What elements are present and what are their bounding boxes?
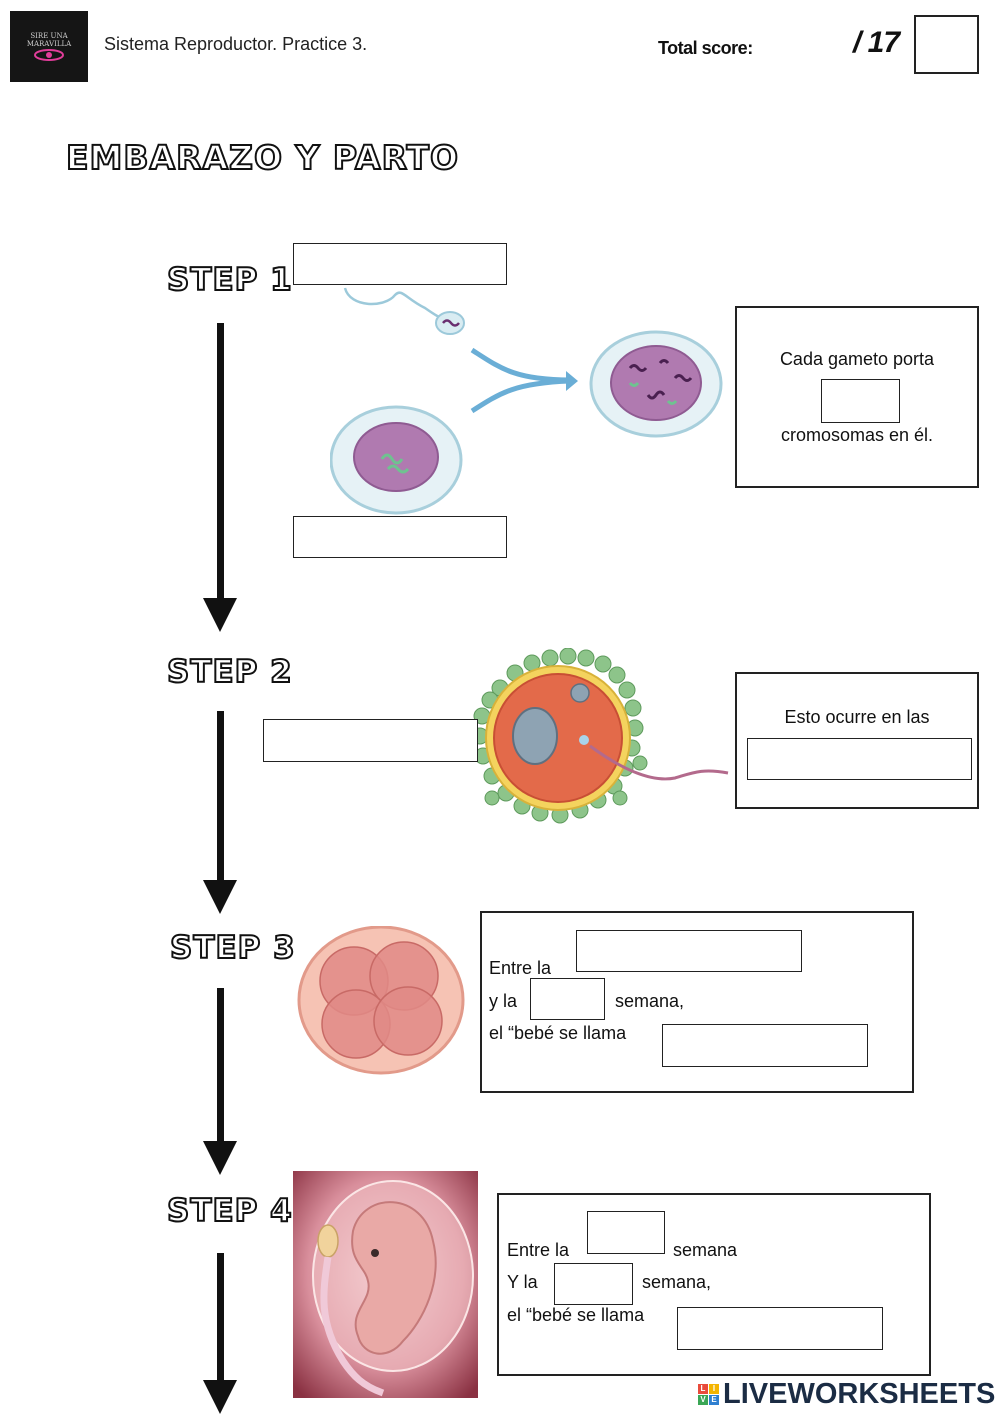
total-score-max: / 17 bbox=[853, 26, 900, 59]
document-title: Sistema Reproductor. Practice 3. bbox=[104, 34, 368, 54]
liveworksheets-watermark[interactable]: L I V E LIVEWORKSHEETS bbox=[698, 1378, 995, 1411]
liveworksheets-logo-icon: L I V E bbox=[698, 1384, 719, 1405]
step1-egg-input[interactable] bbox=[293, 516, 507, 558]
step2-box-line1: Esto ocurre en las bbox=[784, 707, 930, 727]
step4-text-box: Entre la semana Y la semana, el “bebé se… bbox=[497, 1193, 931, 1376]
step3-line2b: semana, bbox=[615, 991, 685, 1011]
step4-name-input[interactable] bbox=[677, 1307, 883, 1350]
step2-location-box: Esto ocurre en las bbox=[735, 672, 979, 809]
step3-end-week-input[interactable] bbox=[530, 978, 605, 1020]
zygote-cytoplasm bbox=[493, 673, 623, 803]
egg-nucleus bbox=[353, 422, 439, 492]
arrow-1-head bbox=[203, 598, 237, 632]
step3-line3: el “bebé se llama bbox=[489, 1023, 627, 1043]
step2-location-input[interactable] bbox=[747, 738, 972, 780]
sperm-tail bbox=[343, 287, 449, 323]
sperm-tail-2 bbox=[589, 744, 729, 781]
step4-line1b: semana bbox=[673, 1240, 738, 1260]
embryo-illustration bbox=[293, 1171, 478, 1398]
arrow-4-head bbox=[203, 1380, 237, 1414]
arrow-4-line bbox=[217, 1253, 224, 1383]
total-score-label: Total score: bbox=[658, 38, 753, 58]
step3-line1: Entre la bbox=[489, 958, 552, 978]
yolk-sac bbox=[317, 1224, 339, 1258]
arrow-3-line bbox=[217, 988, 224, 1144]
fertilization-illustration bbox=[330, 287, 723, 515]
merge-arrow-top bbox=[470, 347, 571, 383]
step2-zygote-input[interactable] bbox=[263, 719, 478, 762]
step3-start-week-input[interactable] bbox=[576, 930, 802, 972]
step1-box-line1: Cada gameto porta bbox=[779, 349, 935, 369]
step3-text-box: Entre la y la semana, el “bebé se llama bbox=[480, 911, 914, 1093]
logo: SIRE UNA MARAVILLA bbox=[10, 11, 88, 82]
step1-sperm-input[interactable] bbox=[293, 243, 507, 285]
arrow-2-head bbox=[203, 880, 237, 914]
zygote-corona-illustration bbox=[471, 648, 729, 824]
step-3-label: STEP 3 bbox=[169, 929, 296, 967]
arrow-1-line bbox=[217, 323, 224, 601]
step1-box-line2: cromosomas en él. bbox=[780, 425, 934, 445]
arrow-3-head bbox=[203, 1141, 237, 1175]
step4-line3: el “bebé se llama bbox=[507, 1305, 645, 1325]
step4-line2b: semana, bbox=[642, 1272, 712, 1292]
step3-name-input[interactable] bbox=[662, 1024, 868, 1067]
merge-arrow-bottom bbox=[470, 378, 571, 414]
step4-line1a: Entre la bbox=[507, 1240, 570, 1260]
liveworksheets-text: LIVEWORKSHEETS bbox=[723, 1378, 996, 1410]
step-2-label: STEP 2 bbox=[166, 653, 293, 691]
logo-text: SIRE UNA MARAVILLA bbox=[26, 31, 72, 48]
embryo-body bbox=[351, 1201, 437, 1355]
step-1-label: STEP 1 bbox=[166, 261, 293, 299]
step1-chromosome-box: Cada gameto porta cromosomas en él. bbox=[735, 306, 979, 488]
step4-start-week-input[interactable] bbox=[587, 1211, 665, 1254]
sperm-chromosomes bbox=[442, 319, 460, 327]
zygote-nucleus-2 bbox=[512, 707, 558, 765]
step4-end-week-input[interactable] bbox=[554, 1263, 633, 1305]
morula-cells bbox=[319, 941, 443, 1059]
step3-line2a: y la bbox=[489, 991, 518, 1011]
umbilical-cord bbox=[320, 1256, 385, 1397]
step-4-label: STEP 4 bbox=[166, 1192, 293, 1230]
eye-logo-icon bbox=[34, 48, 64, 61]
arrow-2-line bbox=[217, 711, 224, 883]
section-title: EMBARAZO Y PARTO bbox=[65, 137, 460, 178]
zygote-nucleus bbox=[610, 345, 702, 421]
total-score-box bbox=[914, 15, 979, 74]
step1-chromosome-number-input[interactable] bbox=[821, 379, 900, 423]
step4-line2a: Y la bbox=[507, 1272, 538, 1292]
morula-illustration bbox=[297, 926, 465, 1075]
